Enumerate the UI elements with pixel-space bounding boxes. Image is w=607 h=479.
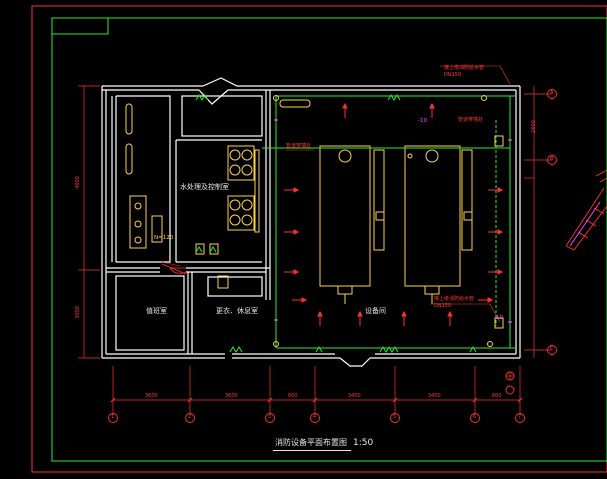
dim-left-2: 3000 — [74, 306, 81, 319]
room-label-office: 值班室 — [146, 307, 167, 315]
dim-bottom-6: 600 — [492, 393, 502, 399]
annotation-inlet-bottom: 接上级消防给水管 — [434, 296, 475, 302]
dim-left-1: 4800 — [74, 176, 81, 189]
annotation-wall-1: 管道穿墙处 — [286, 143, 312, 149]
drawing-title: 消防设备平面布置图 1:50 — [275, 437, 373, 448]
dim-right-1: 2600 — [530, 120, 537, 133]
level-mark-1: -10 — [418, 118, 427, 124]
dim-bottom-3: 600 — [288, 393, 298, 399]
grid-label-7: 7 — [518, 414, 522, 420]
drawing-frame — [51, 17, 607, 462]
grid-label-C: C — [550, 346, 554, 352]
room-label-control: 水处理及控制室 — [180, 183, 229, 191]
doors — [161, 263, 187, 275]
annotation-n120: N=120 — [154, 235, 174, 241]
dim-bottom-2: 3600 — [225, 393, 238, 399]
room-label-main: 设备间 — [365, 307, 386, 315]
title-tab — [52, 18, 109, 35]
outer-border — [31, 5, 607, 473]
grid-label-1: 1 — [111, 414, 115, 420]
dim-bottom-1: 3600 — [145, 393, 158, 399]
drawing-title-text: 消防设备平面布置图 — [275, 438, 347, 447]
dim-bottom-4: 3400 — [348, 393, 361, 399]
annotation-dn-top: DN150 — [444, 72, 462, 78]
annotation-wall-2: 管道穿墙处 — [458, 117, 484, 123]
stair-highlight — [569, 201, 601, 247]
dim-bottom-5: 3400 — [428, 393, 441, 399]
title-underline — [273, 450, 351, 451]
annotation-dn-bottom: DN150 — [434, 303, 452, 309]
grid-label-6: 6 — [473, 414, 477, 420]
level-mark-2: -10 — [494, 315, 503, 321]
grid-label-A: A — [550, 90, 554, 96]
drawing-scale: 1:50 — [353, 438, 374, 448]
grid-label-B: B — [550, 156, 554, 162]
leader-lines — [161, 65, 511, 323]
grid-label-2: 2 — [188, 414, 192, 420]
dim-ticks — [110, 397, 523, 403]
annotation-inlet-top: 接上级消防给水管 — [444, 65, 485, 71]
pipe-valves — [274, 119, 512, 323]
junctions — [273, 95, 493, 347]
dimension-lines — [78, 85, 552, 414]
walls — [101, 77, 521, 367]
stair-detail — [565, 169, 607, 251]
grid-label-3: 3 — [268, 414, 272, 420]
pipes — [262, 95, 516, 349]
windows — [195, 94, 477, 353]
grid-crosses — [506, 372, 514, 380]
flow-arrows — [284, 102, 504, 326]
equipment — [125, 99, 504, 329]
room-label-restroom: 更衣、休息室 — [216, 307, 258, 315]
grid-label-4: 4 — [313, 414, 317, 420]
grid-label-5: 5 — [393, 414, 397, 420]
